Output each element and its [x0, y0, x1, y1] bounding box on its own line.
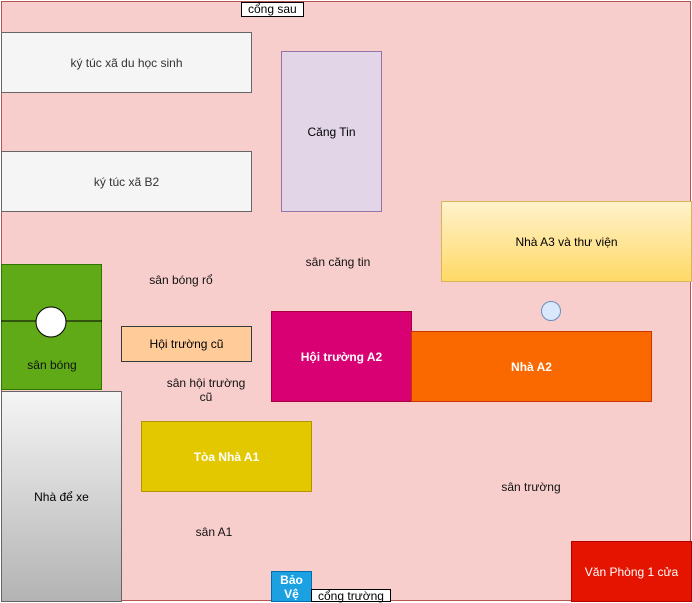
canteen-yard-label: sân căng tin — [305, 255, 371, 269]
school-yard-label: sân trường — [501, 480, 561, 494]
guard-house[interactable]: Bảo Vệ — [271, 571, 312, 602]
fountain-marker — [541, 301, 561, 321]
dorm-b2-label: ký túc xã B2 — [93, 174, 160, 189]
a1-label: Tòa Nhà A1 — [193, 449, 260, 464]
guard-house-label: Bảo Vệ — [280, 572, 303, 601]
yard-a1-label: sân A1 — [195, 525, 233, 539]
parking-building[interactable]: Nhà để xe — [1, 391, 122, 602]
a2-label: Nhà A2 — [511, 359, 552, 374]
old-hall-label: Hội trường cũ — [149, 337, 224, 351]
hall-a2-label: Hội trường A2 — [300, 349, 383, 364]
intl-dorm-building[interactable]: ký túc xã du học sinh — [1, 32, 252, 93]
football-field[interactable]: sân bóng — [1, 264, 102, 390]
old-hall-building[interactable]: Hội trường cũ — [121, 326, 252, 362]
back-gate-label: cổng sau — [241, 2, 304, 17]
canteen-building[interactable]: Căng Tin — [281, 51, 382, 212]
basketball-court-label: sân bóng rổ — [149, 273, 213, 287]
old-hall-yard-label: sân hội trường cũ — [166, 376, 246, 404]
football-field-label: sân bóng — [27, 358, 77, 372]
one-stop-office-building[interactable]: Văn Phòng 1 cửa — [571, 541, 692, 602]
parking-label: Nhà để xe — [34, 489, 89, 504]
a3-library-label: Nhà A3 và thư viện — [515, 234, 618, 249]
a1-building[interactable]: Tòa Nhà A1 — [141, 421, 312, 492]
dorm-b2-building[interactable]: ký túc xã B2 — [1, 151, 252, 212]
a3-library-building[interactable]: Nhà A3 và thư viện — [441, 201, 692, 282]
intl-dorm-label: ký túc xã du học sinh — [70, 55, 183, 70]
hall-a2-building[interactable]: Hội trường A2 — [271, 311, 412, 402]
main-gate-label: cổng trường — [311, 589, 391, 602]
football-field-markings — [1, 306, 102, 338]
a2-building[interactable]: Nhà A2 — [411, 331, 652, 402]
one-stop-office-label: Văn Phòng 1 cửa — [584, 564, 679, 579]
canteen-label: Căng Tin — [307, 124, 356, 139]
